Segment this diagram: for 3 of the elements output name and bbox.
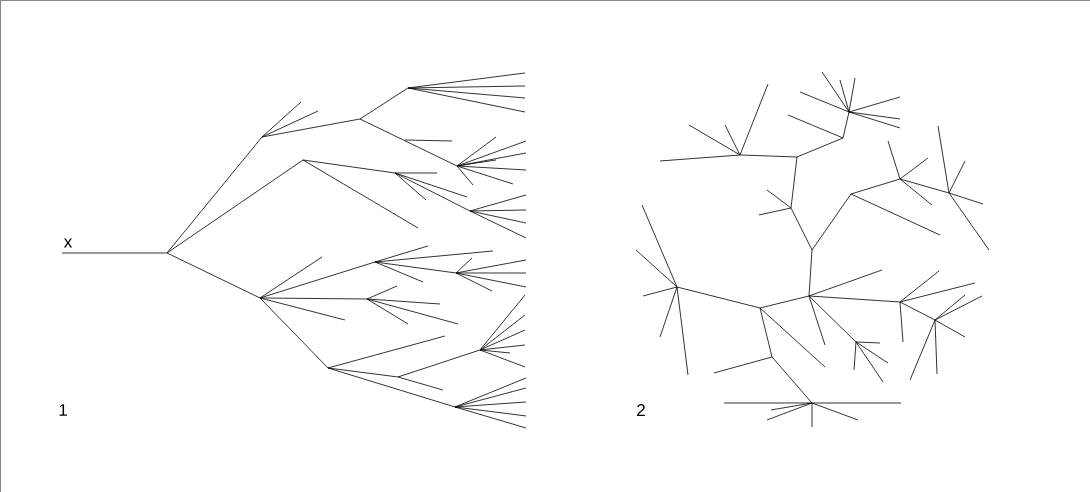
figure-label: x [63,238,73,248]
figure-label: 1 [59,404,67,416]
figure-label: 2 [637,404,645,416]
